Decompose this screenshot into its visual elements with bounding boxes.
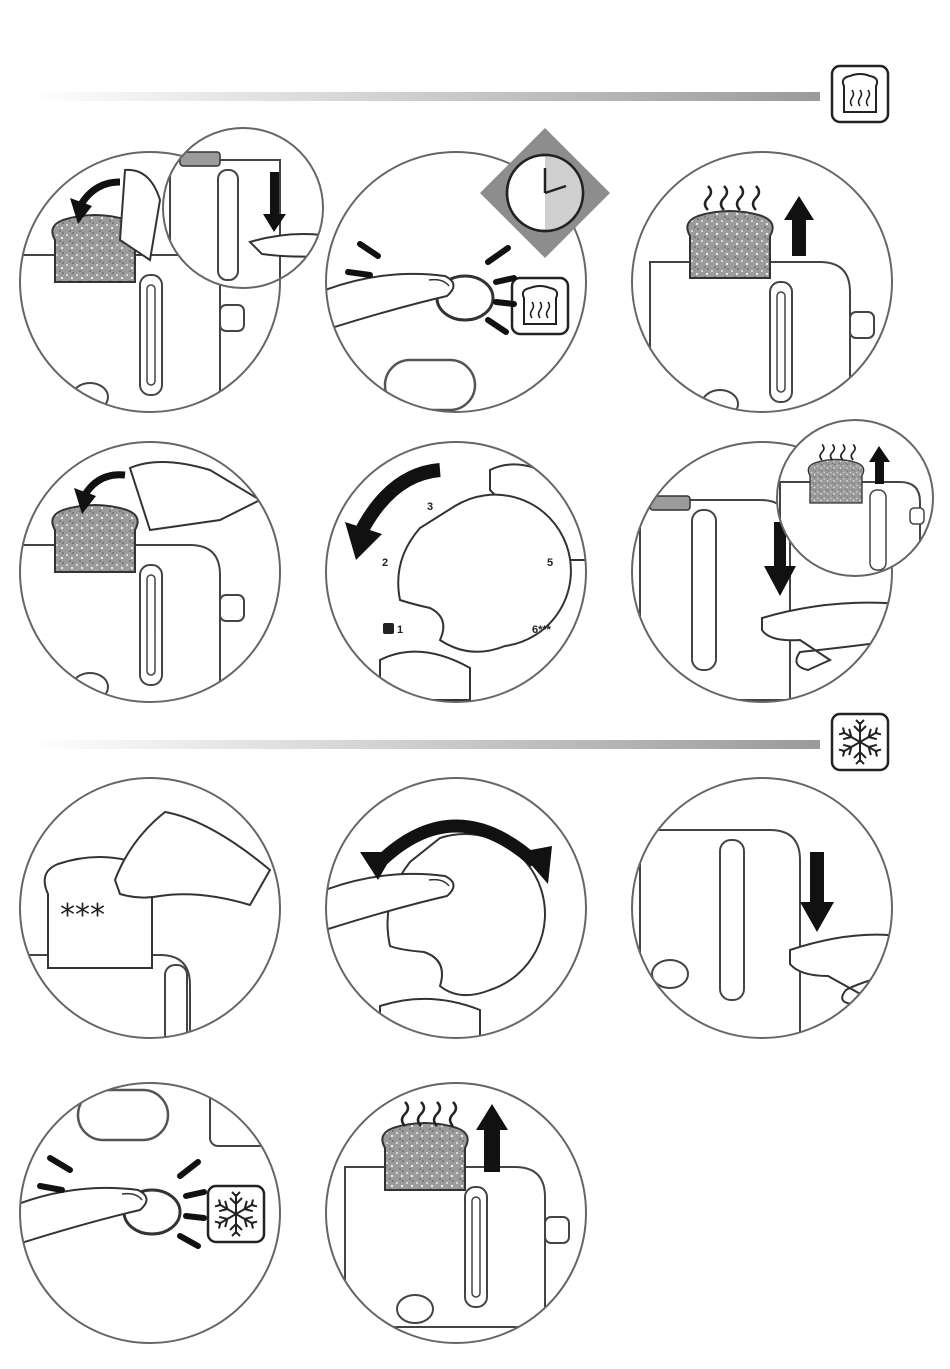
- frozen-bread-marking: ***: [60, 898, 105, 933]
- reheat-mini-icon: [383, 623, 394, 634]
- step-insert-toast-row2: [20, 442, 280, 705]
- dial-label-2: 2: [382, 557, 388, 569]
- step-toast-pops-up-inset: [777, 420, 933, 580]
- timer-clock-icon: [480, 128, 610, 258]
- section-divider-defrost: [30, 740, 820, 749]
- step-toast-pops-up-defrost: [326, 1083, 586, 1343]
- step-press-lever-defrost: [632, 778, 900, 1040]
- reheat-toast-icon: [832, 66, 888, 122]
- step-press-defrost-button: [18, 1083, 280, 1343]
- step-insert-frozen-bread: ***: [20, 778, 280, 1060]
- dial-label-5: 5: [547, 557, 553, 569]
- step-set-browning-dial: 3 2 5 1 6***: [326, 442, 600, 702]
- section-divider-reheat: [30, 92, 820, 101]
- dial-label-6: 6***: [532, 624, 552, 636]
- snowflake-icon: [832, 714, 888, 770]
- dial-label-3: 3: [427, 501, 433, 513]
- dial-label-1: 1: [397, 624, 403, 636]
- step-turn-dial: [325, 778, 586, 1040]
- step-toast-pops-up: [632, 152, 892, 422]
